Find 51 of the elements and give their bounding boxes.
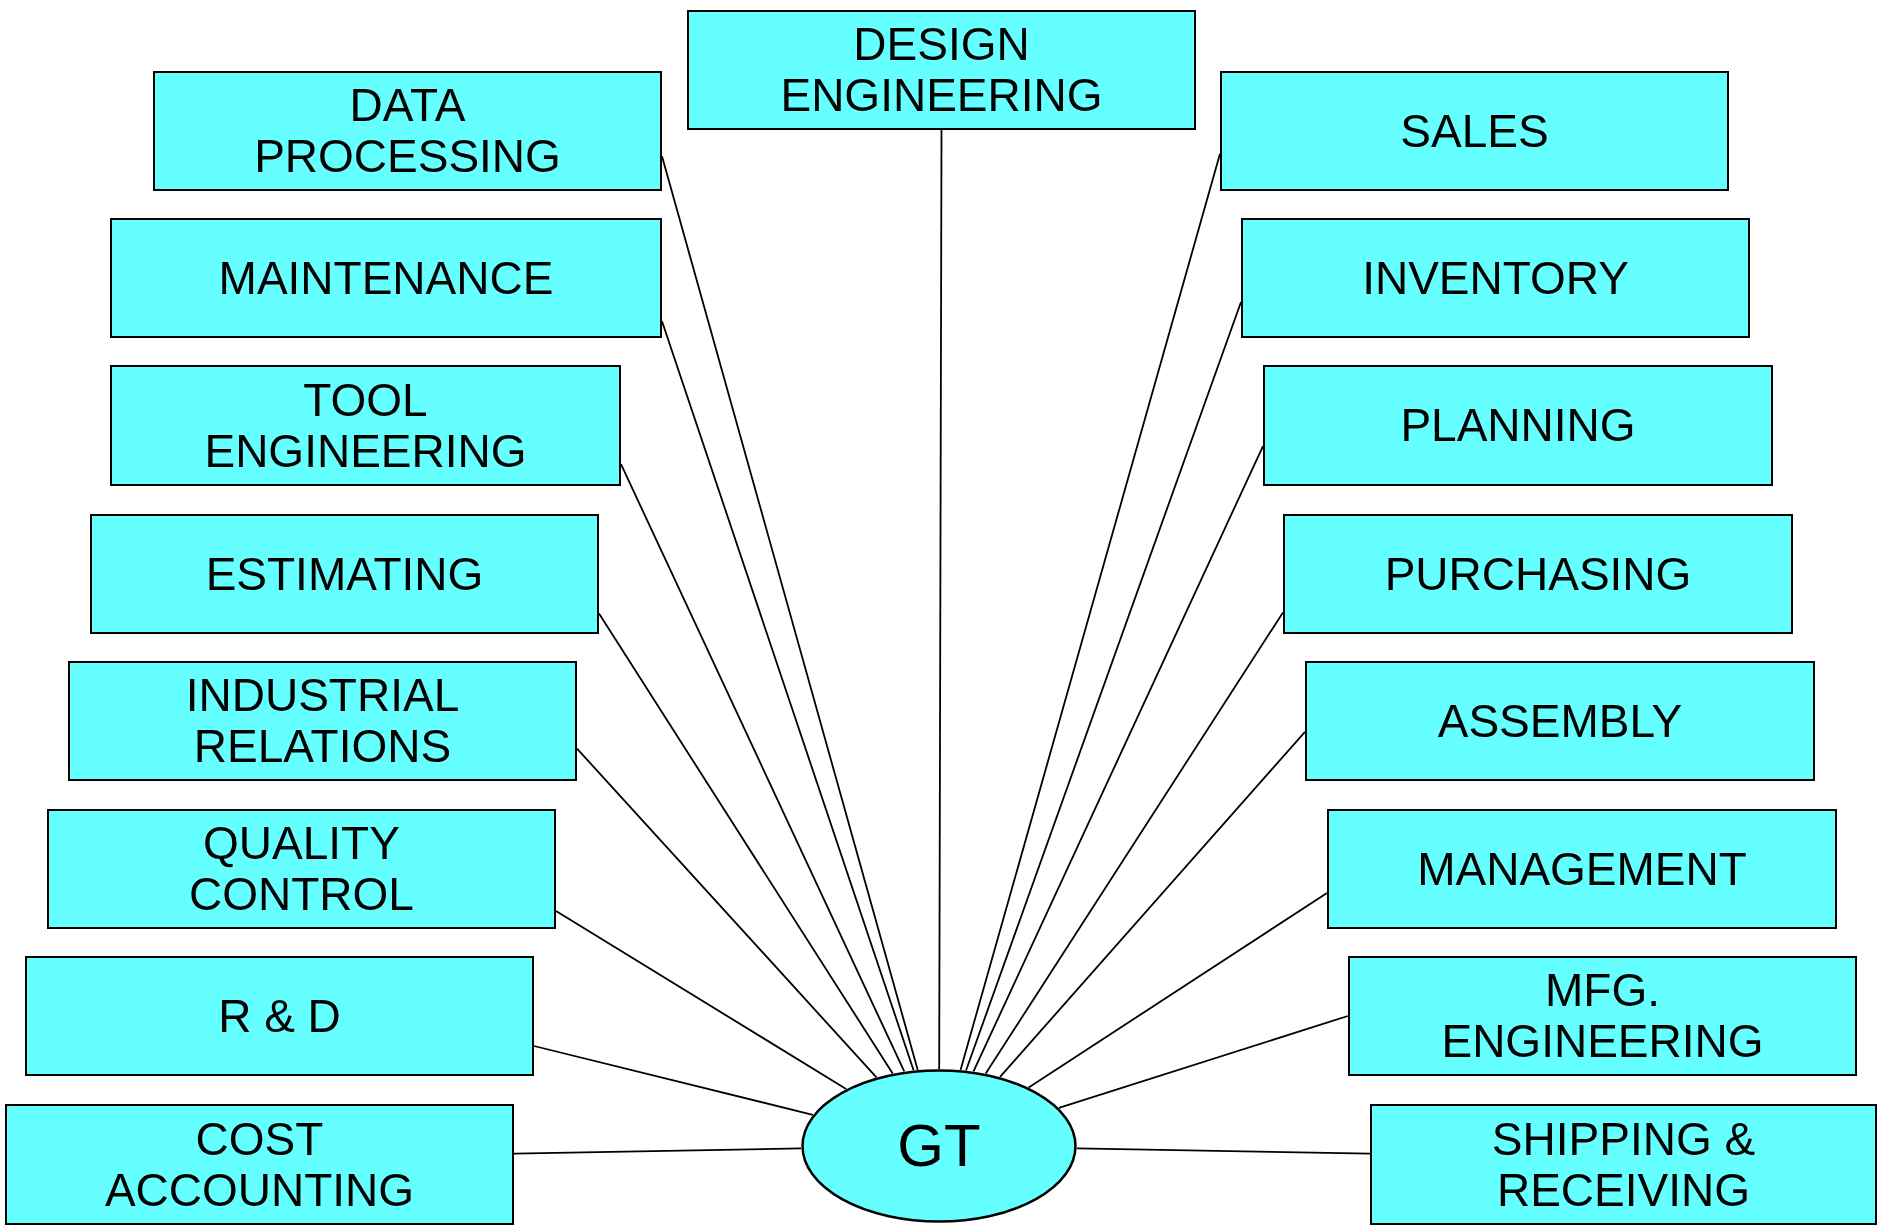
node-label: TOOL ENGINEERING [203, 374, 528, 477]
connector-line [533, 1045, 814, 1116]
department-box [90, 514, 599, 634]
department-box [1370, 1104, 1877, 1225]
node-label: INVENTORY [1362, 252, 1629, 304]
connector-line [598, 612, 894, 1075]
node-label: SALES [1400, 105, 1549, 157]
department-box [1283, 514, 1793, 634]
department-box [1348, 956, 1857, 1076]
connector-line [513, 1147, 802, 1155]
department-box [1220, 71, 1729, 191]
department-box [1263, 365, 1773, 486]
department-box [1327, 809, 1837, 929]
connector-line [959, 152, 1221, 1071]
connector-line [972, 445, 1264, 1073]
connector-line [984, 611, 1284, 1075]
node-label: MANAGEMENT [1417, 843, 1747, 895]
node-label: QUALITY CONTROL [188, 818, 415, 920]
node-label: SHIPPING & RECEIVING [1490, 1113, 1757, 1216]
department-box [25, 956, 534, 1076]
connector-line [1076, 1147, 1371, 1155]
connector-line [1027, 892, 1328, 1089]
department-box [1305, 661, 1815, 781]
department-box [68, 661, 577, 781]
ellipse-node [801, 1069, 1077, 1223]
node-label: DESIGN ENGINEERING [779, 19, 1104, 121]
department-box [153, 71, 662, 191]
node-label: R & D [218, 990, 341, 1042]
department-box [110, 218, 662, 338]
node-label: DATA PROCESSING [253, 80, 562, 182]
connector-line [965, 301, 1242, 1072]
node-label: PURCHASING [1384, 548, 1692, 600]
connector-line [555, 910, 848, 1090]
department-box [110, 365, 621, 486]
node-label: ASSEMBLY [1437, 695, 1683, 747]
connector-line [938, 129, 943, 1070]
connector-line [1058, 1015, 1349, 1109]
department-box [1241, 218, 1750, 338]
connector-line [620, 463, 906, 1073]
node-label: COST ACCOUNTING [103, 1113, 416, 1216]
node-label: PLANNING [1400, 400, 1636, 451]
node-label: MAINTENANCE [218, 252, 554, 304]
department-box [687, 10, 1196, 130]
connector-line [999, 730, 1306, 1078]
node-label: ESTIMATING [205, 548, 484, 600]
node-label: MFG. ENGINEERING [1440, 965, 1765, 1067]
node-label: INDUSTRIAL RELATIONS [184, 670, 461, 772]
department-box [5, 1104, 514, 1225]
node-label: GT [897, 1113, 981, 1179]
connector-line [576, 747, 878, 1079]
department-box [47, 809, 556, 929]
